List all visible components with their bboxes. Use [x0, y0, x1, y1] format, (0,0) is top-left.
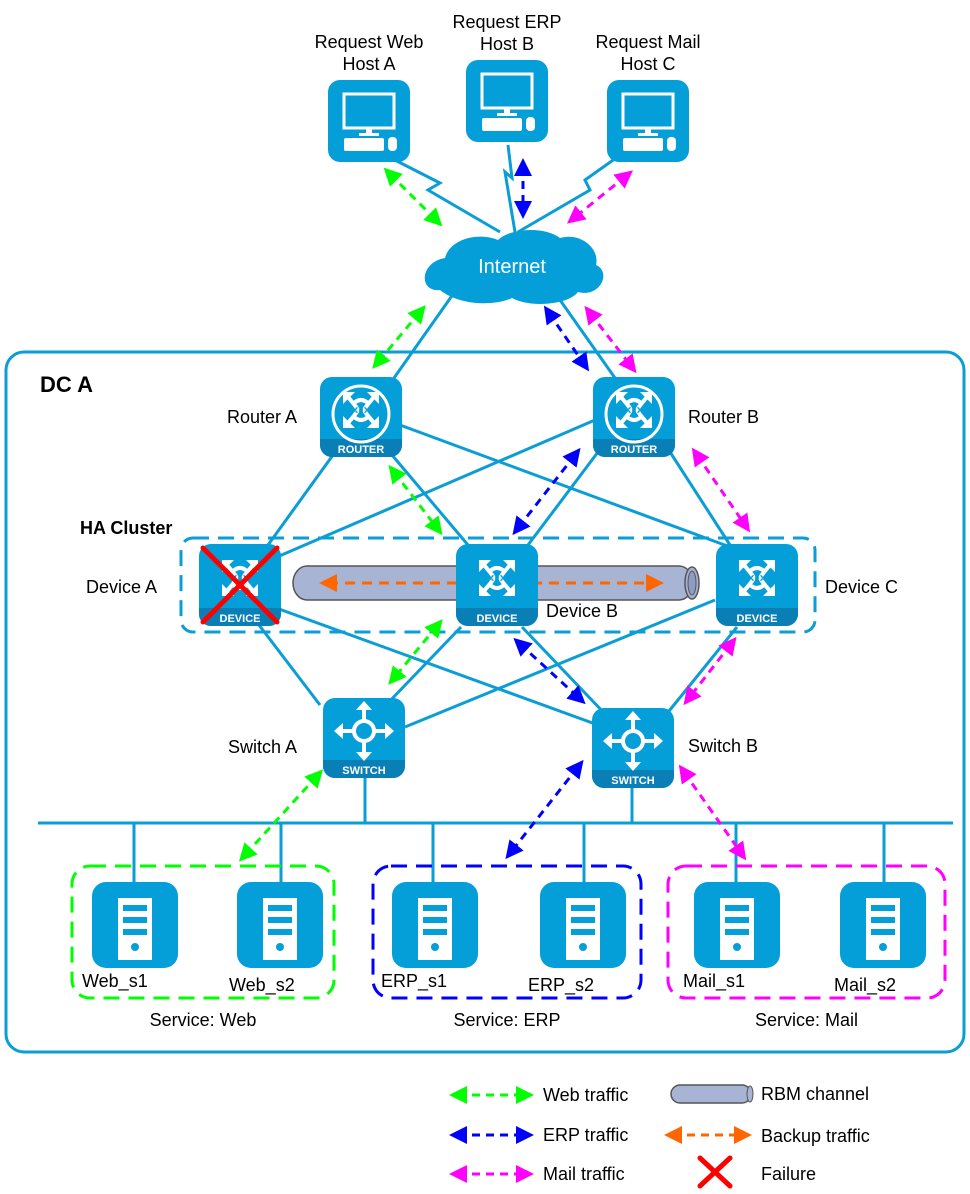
erp-traffic-arrow: [513, 637, 586, 705]
traffic-flows: [238, 158, 751, 862]
host-name: Host A: [342, 54, 395, 74]
device-c-label: Device C: [825, 577, 898, 597]
host-title: Request Web: [315, 32, 424, 52]
host-title: Request Mail: [595, 32, 700, 52]
datacenter-boundary: [4, 350, 966, 1054]
icon-badge: SWITCH: [611, 775, 654, 787]
internet-label: Internet: [478, 256, 546, 278]
server-icon[interactable]: [540, 882, 626, 968]
ha-cluster-label: HA Cluster: [80, 518, 172, 538]
internet-cloud: Internet: [424, 229, 604, 304]
device-c-icon[interactable]: DEVICE: [716, 544, 798, 626]
icon-badge: DEVICE: [477, 613, 518, 625]
web-traffic-arrow: [383, 167, 443, 227]
switch-a-icon[interactable]: SWITCH: [323, 698, 405, 778]
web-traffic-arrow: [238, 769, 324, 862]
legend-mail-label: Mail traffic: [543, 1164, 625, 1184]
router-a-label: Router A: [227, 407, 297, 427]
ha-cluster-boundary: [179, 536, 817, 634]
mail-traffic-arrow: [683, 636, 737, 706]
service-label: Service: Mail: [755, 1010, 858, 1030]
host-name: Host C: [620, 54, 675, 74]
erp-traffic-arrow: [543, 305, 590, 372]
web-traffic-arrow: [372, 305, 426, 369]
router-b-icon[interactable]: ROUTER: [593, 377, 675, 457]
host-links: [384, 144, 617, 234]
service-label: Service: Web: [150, 1010, 257, 1030]
server-label: Web_s2: [229, 975, 295, 996]
server-label: Web_s1: [82, 971, 148, 992]
icon-badge: SWITCH: [342, 765, 385, 777]
internet-router-links: [392, 289, 617, 379]
icon-badge: ROUTER: [338, 444, 385, 456]
mail-traffic-arrow: [678, 764, 747, 861]
router-b-label: Router B: [688, 407, 759, 427]
legend-failure-icon: [697, 1155, 733, 1189]
icon-badge: DEVICE: [220, 613, 261, 625]
host-b-icon[interactable]: [466, 60, 548, 142]
server-label: Mail_s2: [834, 975, 896, 996]
host-title: Request ERP: [452, 12, 561, 32]
device-b-label: Device B: [546, 601, 618, 621]
icon-badge: DEVICE: [737, 613, 778, 625]
switch-b-label: Switch B: [688, 736, 758, 756]
web-traffic-arrow: [388, 464, 443, 536]
mail-traffic-arrow: [584, 305, 637, 374]
service-label: Service: ERP: [453, 1010, 560, 1030]
server-label: ERP_s1: [381, 971, 447, 992]
server-icon[interactable]: [694, 882, 780, 968]
host-c-icon[interactable]: [607, 80, 689, 162]
host-a-icon[interactable]: [328, 80, 410, 162]
switch-b-icon[interactable]: SWITCH: [592, 708, 674, 788]
server-label: Mail_s1: [683, 971, 745, 992]
web-traffic-arrow: [388, 619, 443, 685]
server-lan: [38, 776, 953, 885]
legend-rbm-swatch: [670, 1084, 754, 1104]
server-icon[interactable]: [237, 882, 323, 968]
device-b-icon[interactable]: DEVICE: [456, 544, 538, 626]
legend-rbm-label: RBM channel: [761, 1084, 869, 1104]
device-a-label: Device A: [86, 577, 157, 597]
icon-badge: ROUTER: [611, 444, 658, 456]
mail-traffic-arrow: [691, 447, 751, 533]
failure-x-icon: [200, 545, 280, 625]
switch-a-label: Switch A: [228, 737, 297, 757]
server-icon[interactable]: [392, 882, 478, 968]
datacenter-label: DC A: [40, 372, 93, 397]
server-icon[interactable]: [92, 882, 178, 968]
legend-failure-label: Failure: [761, 1164, 816, 1184]
legend-erp-label: ERP traffic: [543, 1125, 628, 1145]
legend-backup-label: Backup traffic: [761, 1126, 870, 1146]
server-icon[interactable]: [840, 882, 926, 968]
router-a-icon[interactable]: ROUTER: [320, 377, 402, 457]
mail-traffic-arrow: [566, 170, 634, 224]
erp-traffic-arrow: [505, 759, 584, 860]
legend-web-label: Web traffic: [543, 1085, 628, 1105]
server-label: ERP_s2: [528, 975, 594, 996]
host-name: Host B: [480, 34, 534, 54]
erp-traffic-arrow: [512, 447, 581, 536]
